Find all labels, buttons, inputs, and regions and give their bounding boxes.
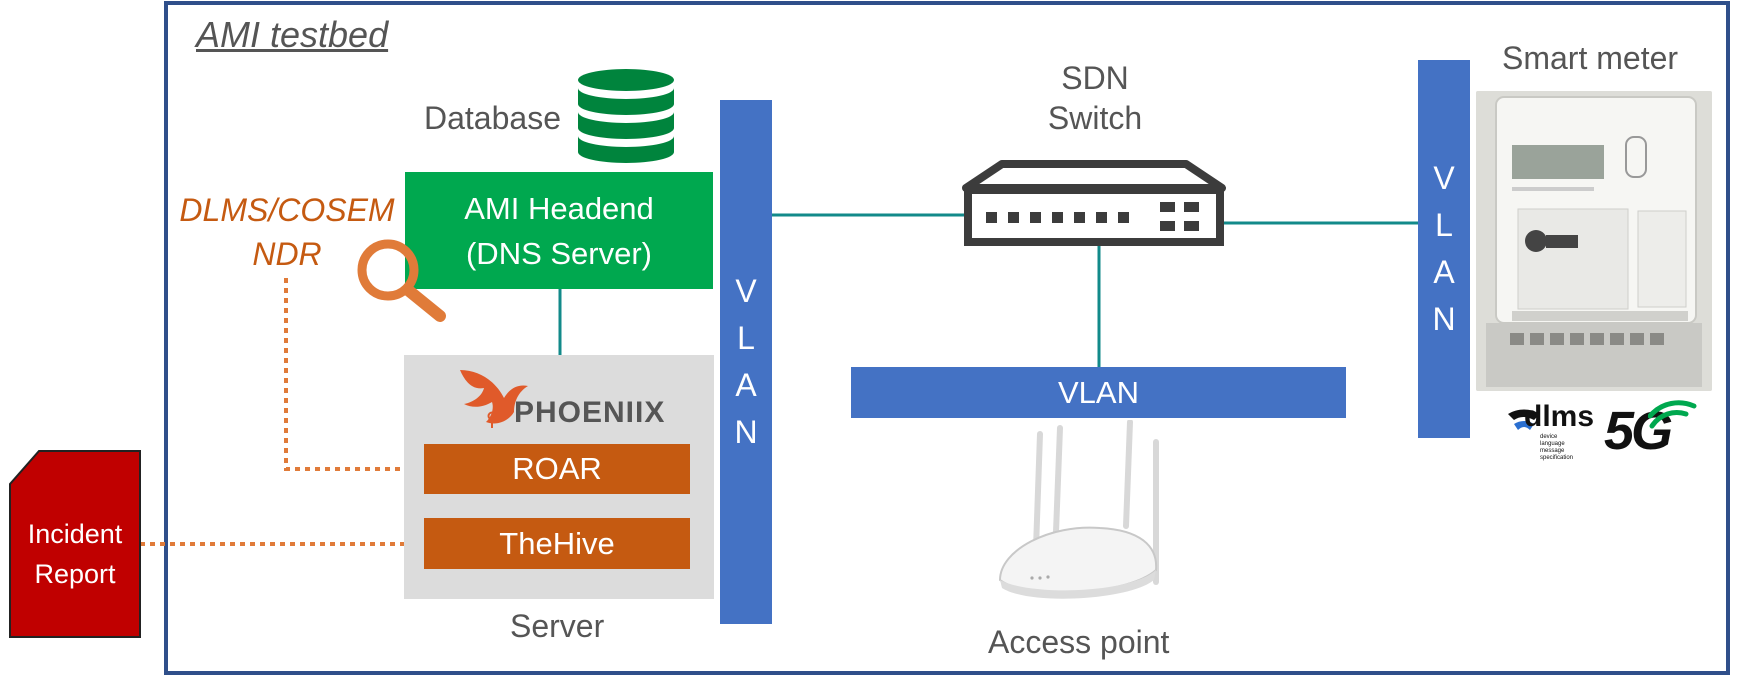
dlms-sub-line: specification <box>1540 455 1574 461</box>
phoenix-bird-icon <box>460 370 528 428</box>
dlms-sub-line: language <box>1540 441 1565 447</box>
sdn-switch-label: SDN Switch <box>1020 58 1170 138</box>
testbed-frame <box>164 1 1730 675</box>
magnifier-icon <box>357 239 446 322</box>
vlan-right-letter: L <box>1435 207 1453 243</box>
ndr-line1: DLMS/COSEM <box>179 192 395 228</box>
router-icon <box>998 420 1159 599</box>
incident-line2: Report <box>34 559 116 589</box>
phoenix-logo-text: PHOENIIX <box>514 396 666 429</box>
vlan-left-letter: A <box>735 367 757 403</box>
smart-meter-photo <box>1476 91 1712 391</box>
dlms-sub-line: device <box>1540 434 1558 440</box>
roar-box: ROAR <box>424 444 690 494</box>
vlan-horizontal: VLAN <box>851 367 1346 418</box>
database-label: Database <box>424 100 561 136</box>
access-point-label: Access point <box>988 624 1170 660</box>
thehive-box: TheHive <box>424 518 690 569</box>
headend-line2: (DNS Server) <box>465 235 652 271</box>
ami-headend-box: AMI Headend (DNS Server) <box>405 172 713 289</box>
vlan-left-letter: V <box>735 273 757 309</box>
dlms-logo-text: dlms <box>1524 400 1595 433</box>
ndr-label: DLMS/COSEM NDR <box>172 188 402 276</box>
headend-line1: AMI Headend <box>464 190 654 226</box>
dlms-subtext: device language message specification <box>1540 434 1573 462</box>
sdn-line2: Switch <box>1047 100 1143 136</box>
vlan-left: V L A N <box>720 100 772 624</box>
dlms-sub-line: message <box>1540 448 1565 454</box>
incident-line1: Incident <box>27 519 123 549</box>
vlan-right-letter: A <box>1433 254 1455 290</box>
smart-meter-icon <box>1476 91 1712 391</box>
vlan-left-letter: N <box>734 414 758 450</box>
testbed-title: AMI testbed <box>196 14 389 55</box>
fiveg-logo-text: 5G <box>1604 401 1673 461</box>
vlan-left-letter: L <box>737 320 755 356</box>
smart-meter-label: Smart meter <box>1502 40 1679 76</box>
database-icon <box>578 69 674 163</box>
ndr-line2: NDR <box>252 236 322 272</box>
signal-waves-icon <box>1648 400 1697 429</box>
dlms-logo-icon <box>1508 409 1540 430</box>
incident-report-icon <box>9 450 141 638</box>
incident-report-label: Incident Report <box>10 514 140 594</box>
sdn-line1: SDN <box>1061 60 1129 96</box>
vlan-right-letter: N <box>1432 301 1456 337</box>
server-label: Server <box>510 608 605 644</box>
network-switch-icon <box>962 160 1226 246</box>
vlan-right: V L A N <box>1418 60 1470 438</box>
vlan-right-letter: V <box>1433 160 1455 196</box>
link-ndr-roar <box>284 278 424 471</box>
